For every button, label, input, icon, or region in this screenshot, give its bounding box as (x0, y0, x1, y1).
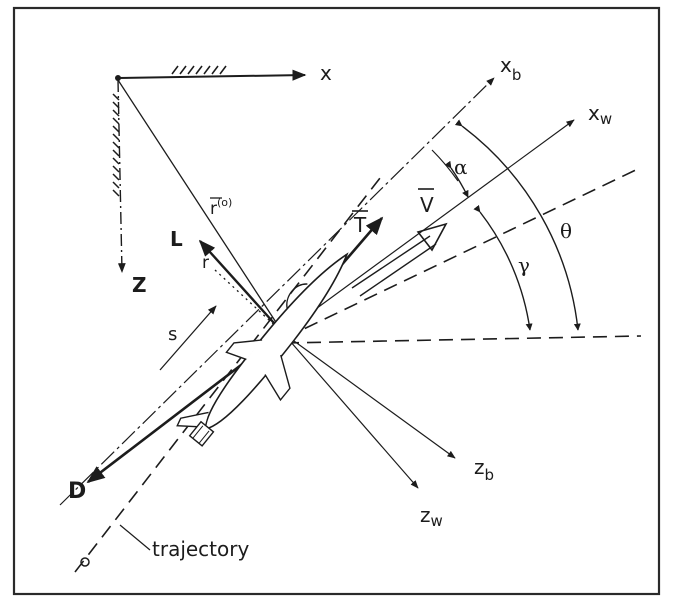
lift-vector (198, 239, 284, 334)
label-alpha: α (454, 155, 468, 179)
inertial-z-axis (117, 79, 126, 273)
label-thrust: T (353, 213, 367, 237)
label-r: r (202, 253, 209, 273)
flight-path-line (284, 166, 643, 339)
label-gamma: γ (518, 253, 530, 277)
inertial-x-axis (117, 69, 307, 81)
label-body-z: zb (474, 455, 494, 484)
wind-z-axis (282, 332, 419, 489)
label-trajectory: trajectory (152, 537, 249, 561)
body-z-axis (282, 332, 456, 459)
arc-length-s-line (159, 305, 217, 371)
label-inertial-z: Z (132, 273, 147, 297)
label-drag: D (68, 479, 86, 504)
label-lift: L (170, 227, 183, 251)
inertial-frame (112, 65, 307, 273)
angle-arcs (431, 119, 581, 331)
label-r0: r(o) (210, 196, 232, 219)
horizontal-reference-line (284, 335, 642, 344)
label-body-x: xb (500, 53, 521, 84)
trajectory-start-point (80, 557, 90, 567)
label-inertial-x: x (320, 61, 332, 85)
velocity-vector (351, 222, 448, 297)
figure-frame (12, 6, 661, 596)
position-vector-r (214, 269, 284, 334)
trajectory-leader (119, 524, 151, 551)
position-vector-r0 (117, 79, 284, 334)
label-wind-z: zw (420, 503, 443, 530)
theta-arc (454, 119, 581, 331)
body-x-axis (59, 77, 495, 506)
wind-x-axis (282, 119, 575, 334)
label-s: s (168, 324, 177, 345)
ground-hatching-vertical (112, 93, 120, 197)
ground-hatching-horizontal (171, 65, 227, 75)
label-wind-x: xw (588, 101, 612, 128)
aircraft (176, 252, 349, 447)
label-velocity: V (420, 193, 434, 217)
label-theta: θ (560, 219, 572, 243)
